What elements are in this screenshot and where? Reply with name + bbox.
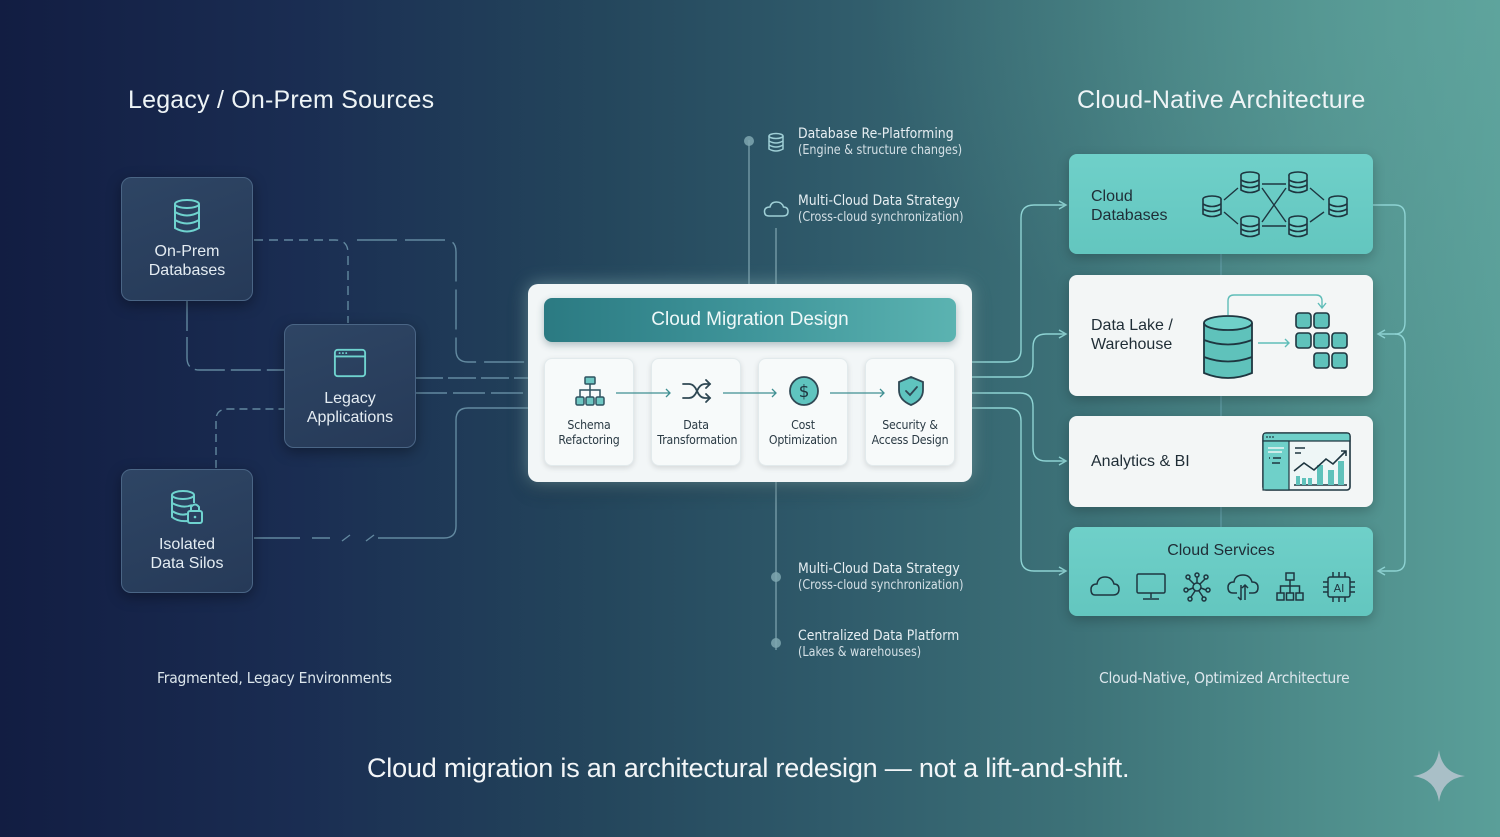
label-line: Access Design (871, 432, 949, 447)
distributed-databases-icon (1202, 171, 1348, 238)
note-title: Database Re-Platforming (798, 126, 954, 142)
cloud-icon (1090, 576, 1120, 596)
legacy-sources-heading: Legacy / On-Prem Sources (128, 86, 435, 114)
label-line: Security & (882, 417, 938, 432)
note-title: Multi-Cloud Data Strategy (798, 561, 960, 577)
cloud-databases-label: Cloud Databases (1091, 187, 1168, 225)
cloud-sync-icon (1227, 574, 1259, 601)
label-line: Data Lake / (1091, 317, 1173, 334)
isolated-data-silos-label: Isolated Data Silos (151, 535, 224, 573)
label-line: Isolated (158, 536, 216, 553)
ai-chip-icon (1323, 572, 1355, 602)
label-line: Cost (791, 417, 815, 432)
label-line: Transformation (657, 432, 738, 447)
note-database-replatforming: Database Re-Platforming (Engine & struct… (798, 126, 962, 159)
database-icon (768, 132, 784, 152)
step-label: Schema Refactoring (550, 417, 627, 447)
isolated-data-silos-box[interactable]: Isolated Data Silos (121, 469, 253, 593)
database-icon (174, 199, 200, 233)
browser-window-icon (333, 348, 367, 378)
label-line: Data Silos (150, 555, 224, 572)
shield-check-icon (898, 376, 924, 406)
dashboard-chart-icon (1262, 432, 1351, 491)
note-subtitle: (Engine & structure changes) (798, 143, 963, 158)
cloud-services-card[interactable]: Cloud Services (1069, 527, 1373, 616)
label-line: Warehouse (1091, 336, 1173, 353)
step-data-transformation[interactable]: Data Transformation (651, 358, 741, 466)
legacy-applications-box[interactable]: Legacy Applications (284, 324, 416, 448)
label-line: Refactoring (558, 432, 620, 447)
label-line: Legacy (324, 390, 376, 407)
data-lake-warehouse-card[interactable]: Data Lake / Warehouse (1069, 275, 1373, 396)
network-nodes-icon (1183, 572, 1211, 602)
step-label: Data Transformation (657, 417, 738, 447)
step-schema-refactoring[interactable]: Schema Refactoring (544, 358, 634, 466)
analytics-bi-card[interactable]: Analytics & BI (1069, 416, 1373, 507)
cloud-native-heading: Cloud-Native Architecture (1077, 86, 1366, 114)
locked-database-icon (171, 490, 203, 524)
tagline: Cloud migration is an architectural rede… (367, 753, 1130, 783)
note-title: Centralized Data Platform (798, 628, 960, 644)
cloud-migration-design-title: Cloud Migration Design (544, 298, 956, 342)
note-centralized-data-platform: Centralized Data Platform (Lakes & wareh… (798, 628, 959, 661)
label-line: Optimization (768, 432, 838, 447)
label-line: Applications (306, 409, 394, 426)
cloud-databases-card[interactable]: Cloud Databases (1069, 154, 1373, 254)
note-title: Multi-Cloud Data Strategy (798, 193, 960, 209)
arrow-icon (723, 388, 777, 398)
label-line: Schema (567, 417, 611, 432)
note-multi-cloud-strategy-bottom: Multi-Cloud Data Strategy (Cross-cloud s… (798, 561, 964, 594)
label-line: Data (683, 417, 709, 432)
cloud-services-label: Cloud Services (1167, 542, 1275, 559)
hierarchy-icon (575, 376, 605, 406)
note-subtitle: (Cross-cloud synchronization) (798, 578, 964, 593)
label-line: On-Prem (154, 243, 220, 260)
on-prem-databases-box[interactable]: On-Prem Databases (121, 177, 253, 301)
label-line: Databases (1091, 207, 1168, 224)
analytics-bi-label: Analytics & BI (1091, 453, 1190, 470)
cloud-native-caption: Cloud-Native, Optimized Architecture (1099, 669, 1350, 687)
cloud-icon (763, 201, 789, 217)
step-security-access-design[interactable]: Security & Access Design (865, 358, 955, 466)
note-subtitle: (Cross-cloud synchronization) (798, 210, 964, 225)
label-line: Cloud (1091, 188, 1133, 205)
step-arrows (616, 388, 885, 398)
ai-chip-label: AI (1334, 582, 1345, 595)
on-prem-databases-label: On-Prem Databases (149, 242, 226, 280)
step-cost-optimization[interactable]: $ Cost Optimization (758, 358, 848, 466)
cloud-migration-design-panel: Cloud Migration Design Schema Refactorin… (528, 284, 972, 482)
data-lake-icon (1203, 294, 1348, 379)
sparkle-icon (1413, 750, 1465, 802)
monitor-icon (1136, 573, 1166, 600)
dollar-icon: $ (789, 376, 819, 406)
cloud-services-icons: AI (1090, 572, 1355, 602)
hierarchy-icon (1276, 572, 1304, 601)
arrow-icon (616, 388, 671, 398)
note-multi-cloud-strategy-top: Multi-Cloud Data Strategy (Cross-cloud s… (798, 193, 964, 226)
shuffle-icon (682, 379, 712, 403)
note-subtitle: (Lakes & warehouses) (798, 645, 922, 660)
legacy-caption: Fragmented, Legacy Environments (157, 669, 392, 687)
svg-text:$: $ (799, 382, 810, 402)
step-label: Security & Access Design (871, 417, 949, 447)
data-lake-warehouse-label: Data Lake / Warehouse (1091, 316, 1173, 354)
arrow-icon (830, 388, 885, 398)
label-line: Databases (148, 262, 226, 279)
step-label: Cost Optimization (764, 417, 841, 447)
legacy-applications-label: Legacy Applications (307, 389, 393, 427)
